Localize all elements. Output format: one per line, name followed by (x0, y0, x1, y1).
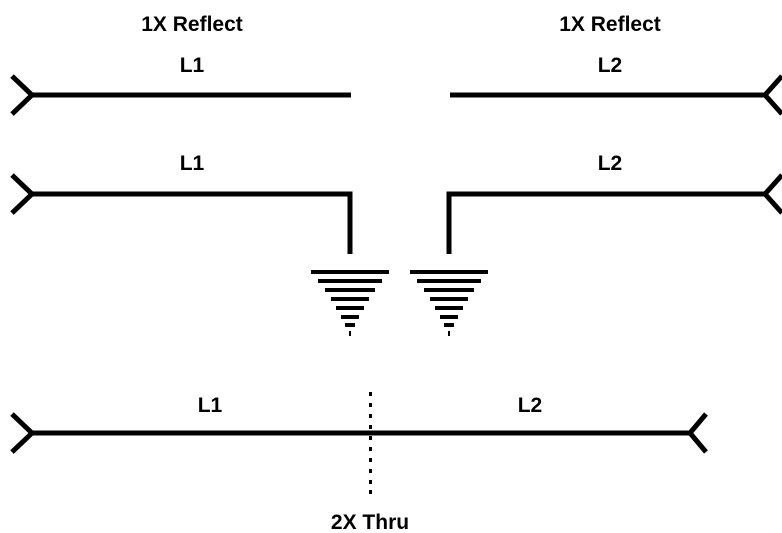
port-connector-left-2 (10, 173, 36, 215)
port-connector-right-1 (761, 74, 782, 116)
ground-icon-left (311, 270, 389, 336)
port-connector-left-3 (10, 412, 36, 454)
thru-row-right-label: L2 (518, 394, 543, 417)
port-connector-left-1 (10, 74, 36, 116)
thru-row-left-label: L1 (198, 394, 223, 417)
port-connector-right-2 (761, 173, 782, 215)
title-1x-reflect-left: 1X Reflect (141, 13, 243, 36)
ground-icon-right (410, 270, 488, 336)
port-connector-right-3 (686, 412, 708, 454)
short-line-l1 (32, 191, 353, 254)
open-row-left-label: L1 (180, 54, 205, 77)
title-1x-reflect-right: 1X Reflect (559, 13, 661, 36)
open-row-right-label: L2 (598, 54, 623, 77)
short-row-right-label: L2 (598, 152, 623, 175)
short-row-left-label: L1 (180, 152, 205, 175)
caption-2x-thru: 2X Thru (331, 511, 409, 533)
reference-plane-dotted-line (369, 392, 372, 494)
short-line-l2 (446, 191, 765, 254)
